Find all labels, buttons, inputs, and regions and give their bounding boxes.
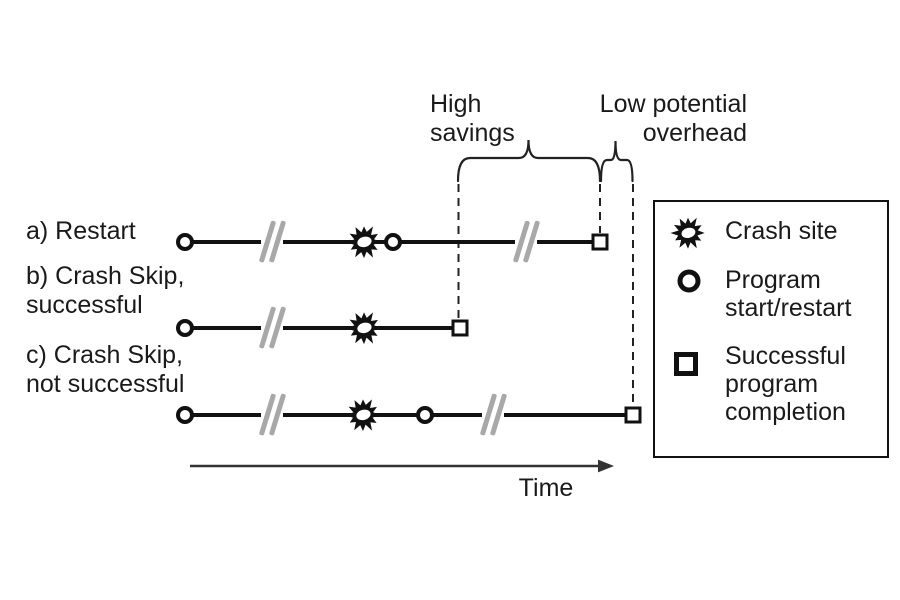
legend-label-successful-completion: Successful program completion [725, 342, 846, 426]
crash-site-icon [345, 312, 382, 345]
successful-program-completion-icon [451, 319, 469, 337]
timeline-b [185, 326, 460, 330]
time-break-icon [258, 218, 286, 266]
program-start-icon [176, 319, 194, 337]
low-potential-overhead-label: Low potential overhead [599, 90, 747, 147]
row-label-crash-skip-successful: b) Crash Skip, successful [26, 262, 185, 319]
program-start-icon [176, 233, 194, 251]
crash-site-icon [670, 217, 705, 249]
high-savings-label: High savings [430, 90, 515, 147]
row-label-restart: a) Restart [26, 217, 136, 245]
legend-label-program-start-restart: Program start/restart [725, 266, 852, 322]
program-start-restart-icon [677, 269, 701, 293]
timeline-c [185, 413, 633, 417]
crash-site-icon [345, 226, 382, 259]
time-axis-arrowhead [598, 459, 614, 473]
time-break-icon [479, 391, 507, 439]
time-axis-label: Time [518, 474, 574, 502]
successful-program-completion-icon [591, 233, 609, 251]
successful-program-completion-icon [674, 352, 698, 376]
program-restart-icon [384, 233, 402, 251]
time-break-icon [512, 218, 540, 266]
successful-program-completion-icon [624, 406, 642, 424]
crash-site-icon [344, 399, 381, 432]
time-break-icon [258, 304, 286, 352]
legend-box: Crash site Program start/restart Success… [653, 200, 889, 458]
legend-label-crash-site: Crash site [725, 217, 838, 245]
program-restart-icon [416, 406, 434, 424]
time-break-icon [258, 391, 286, 439]
program-start-icon [176, 406, 194, 424]
row-label-crash-skip-not-successful: c) Crash Skip, not successful [26, 341, 185, 398]
